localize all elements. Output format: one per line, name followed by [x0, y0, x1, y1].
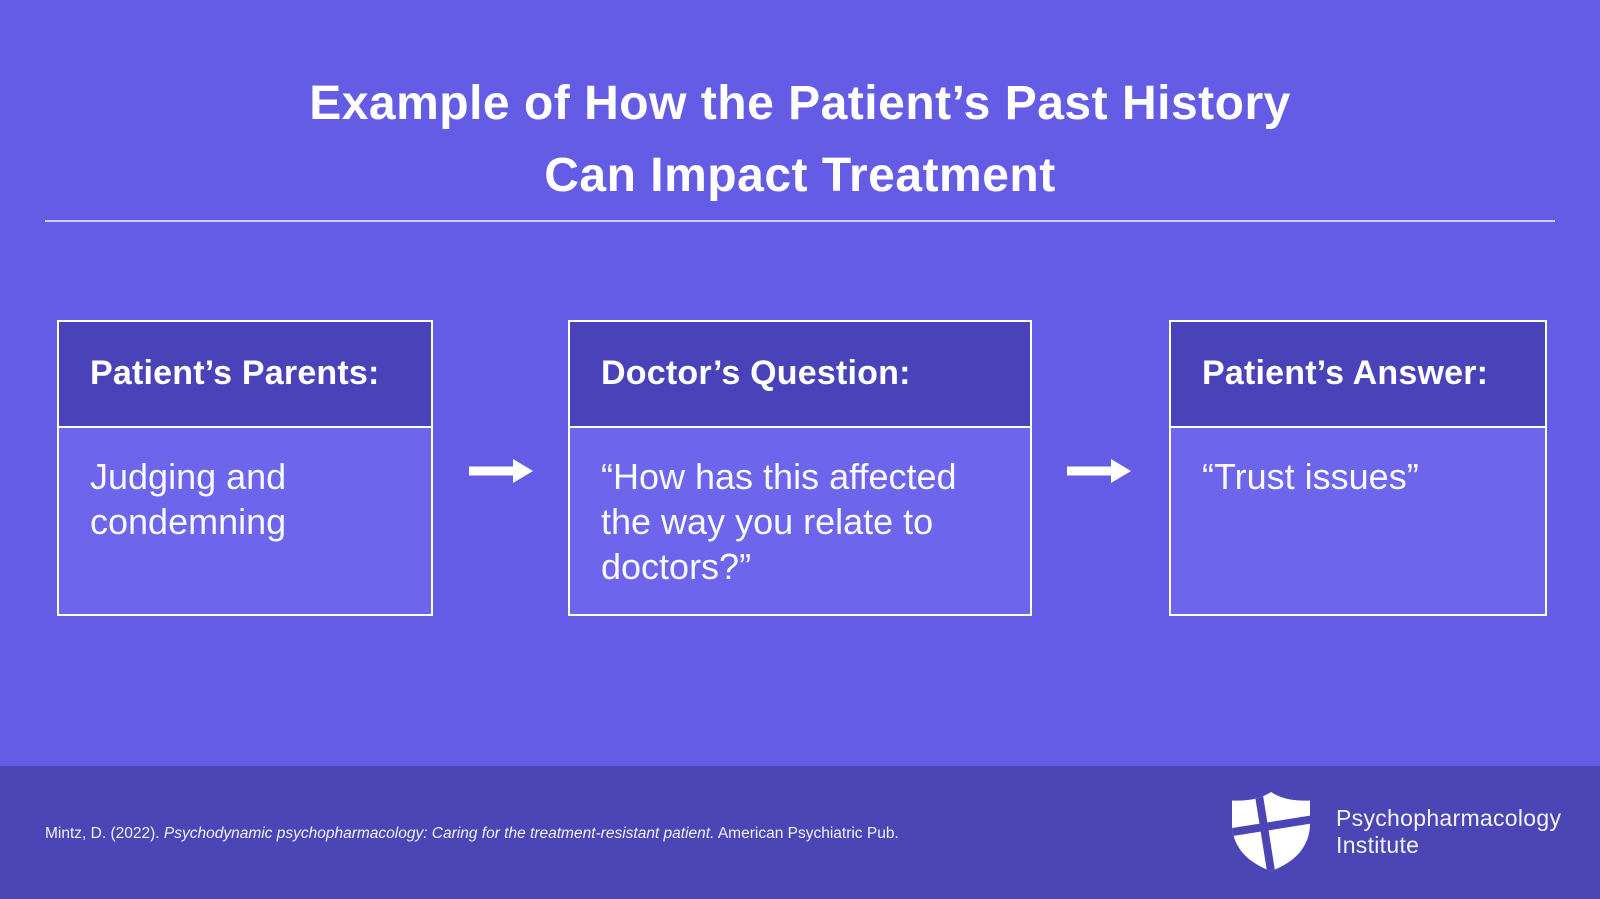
- citation: Mintz, D. (2022). Psychodynamic psychoph…: [45, 824, 899, 844]
- page-title-line-2: Can Impact Treatment: [544, 149, 1056, 202]
- brand-name-line-2: Institute: [1336, 831, 1420, 858]
- page-title-line-1: Example of How the Patient’s Past Histor…: [309, 77, 1291, 130]
- box-body-doctors-question: “How has this affected the way you relat…: [601, 455, 957, 587]
- brand-logo: Psychopharmacology Institute: [1231, 791, 1561, 872]
- box-body-patients-parents: Judging and condemning: [90, 455, 287, 542]
- brand-name: Psychopharmacology Institute: [1336, 805, 1561, 859]
- footer-bar: Mintz, D. (2022). Psychodynamic psychoph…: [0, 766, 1600, 899]
- arrow-right-icon: [469, 459, 533, 483]
- arrow-right-icon: [1067, 459, 1131, 483]
- title-divider: [45, 220, 1555, 222]
- page-title: Example of How the Patient’s Past Histor…: [0, 68, 1600, 212]
- brand-name-line-1: Psychopharmacology: [1336, 804, 1562, 831]
- flow-box-patients-answer: Patient’s Answer: “Trust issues”: [1169, 320, 1547, 616]
- flow-box-patients-parents: Patient’s Parents: Judging and condemnin…: [57, 320, 433, 616]
- flow-box-doctors-question: Doctor’s Question: “How has this affecte…: [568, 320, 1032, 616]
- citation-book-title: Psychodynamic psychopharmacology: Caring…: [163, 825, 715, 842]
- box-header-patients-answer: Patient’s Answer:: [1171, 322, 1545, 428]
- citation-author-year: Mintz, D. (2022).: [45, 825, 164, 842]
- box-header-doctors-question: Doctor’s Question:: [570, 322, 1030, 428]
- citation-publisher: American Psychiatric Pub.: [714, 825, 899, 842]
- box-header-patients-parents: Patient’s Parents:: [59, 322, 431, 428]
- shield-cross-icon: [1232, 792, 1310, 871]
- box-body-patients-answer: “Trust issues”: [1202, 455, 1419, 497]
